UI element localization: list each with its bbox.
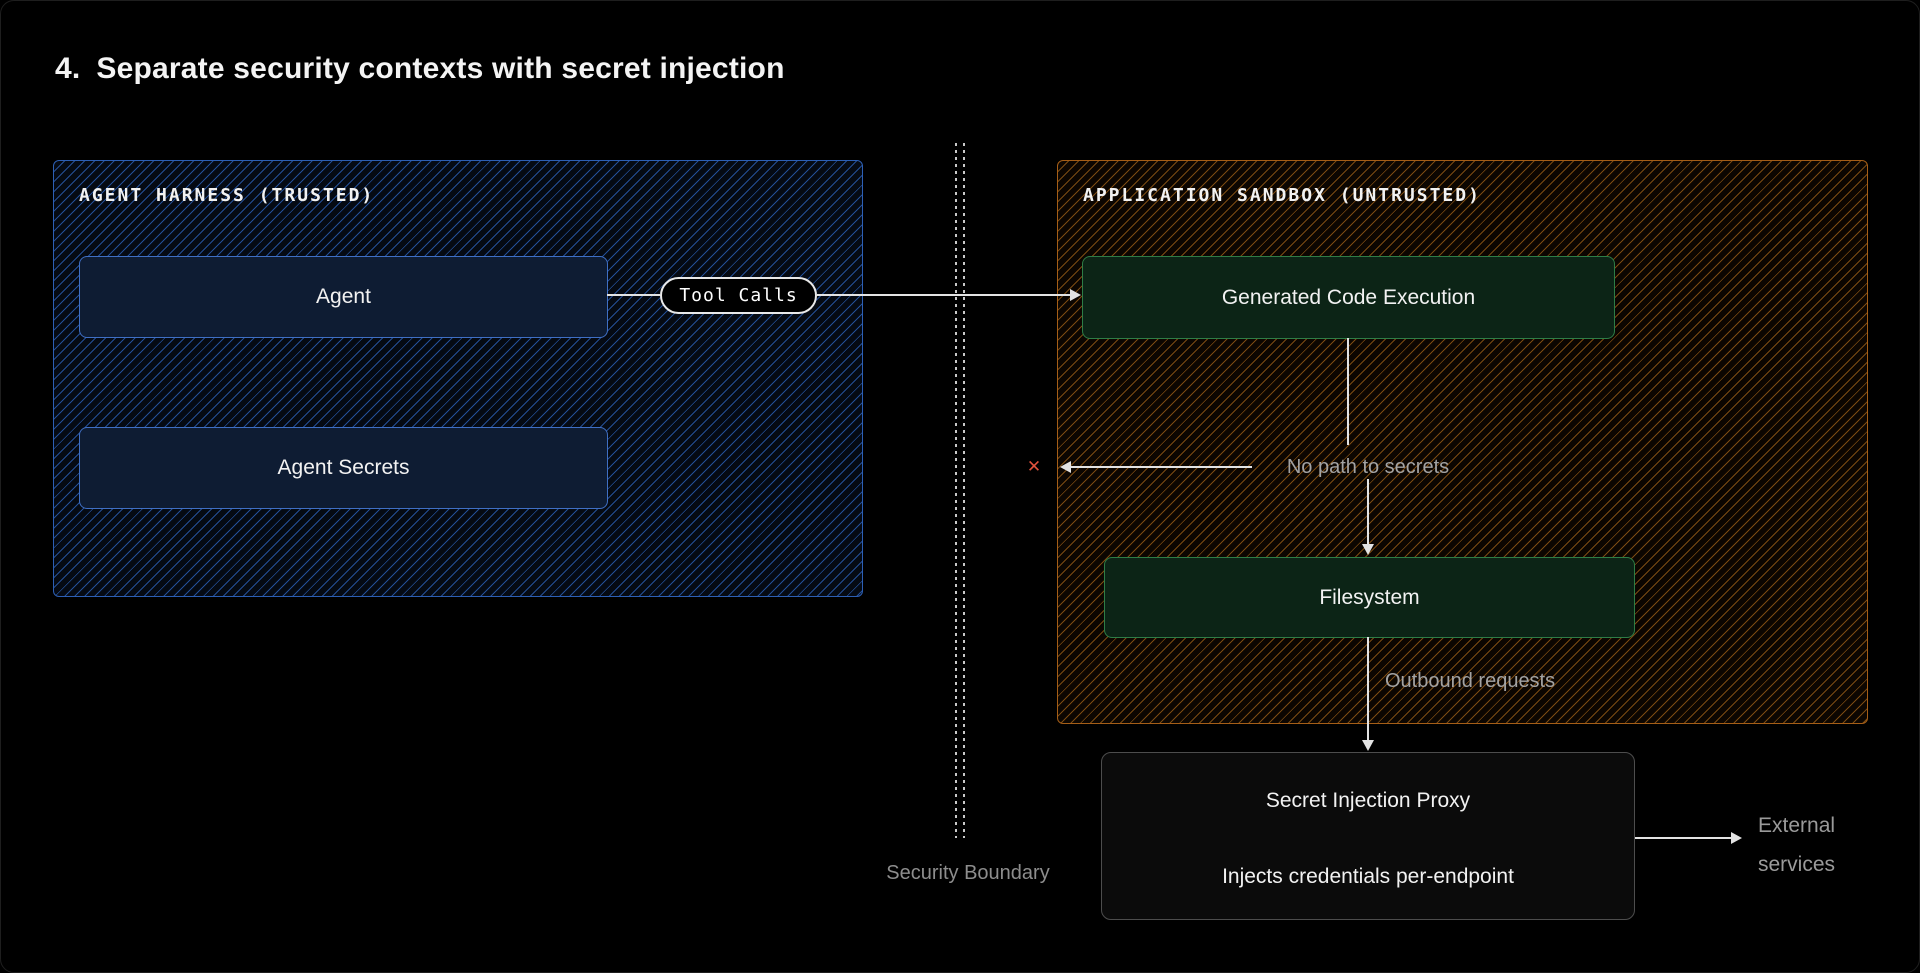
page-title-text: Separate security contexts with secret i… bbox=[96, 52, 785, 85]
agent-harness-zone: AGENT HARNESS (TRUSTED) Agent Agent Secr… bbox=[53, 160, 863, 597]
security-boundary-label: Security Boundary bbox=[886, 862, 1050, 884]
agent-harness-label: AGENT HARNESS (TRUSTED) bbox=[79, 185, 375, 206]
agent-secrets-node: Agent Secrets bbox=[79, 427, 608, 509]
no-path-arrowhead-icon bbox=[1060, 461, 1071, 473]
tool-calls-pill: Tool Calls bbox=[660, 277, 817, 314]
no-path-label: No path to secrets bbox=[1286, 456, 1450, 478]
secret-injection-proxy-node: Secret Injection Proxy Injects credentia… bbox=[1101, 752, 1635, 920]
agent-node: Agent bbox=[79, 256, 608, 338]
security-boundary-line-left bbox=[955, 143, 957, 838]
filesystem-node-label: Filesystem bbox=[1319, 585, 1420, 609]
agent-to-pill-line bbox=[607, 294, 660, 296]
generated-code-execution-label: Generated Code Execution bbox=[1221, 285, 1476, 309]
tool-calls-arrowhead-icon bbox=[1070, 289, 1081, 301]
generated-code-execution-node: Generated Code Execution bbox=[1082, 256, 1615, 339]
secret-injection-proxy-subtitle: Injects credentials per-endpoint bbox=[1222, 865, 1514, 888]
agent-node-label: Agent bbox=[316, 285, 371, 308]
external-arrow-line bbox=[1635, 837, 1732, 839]
secret-injection-proxy-title: Secret Injection Proxy bbox=[1265, 789, 1471, 812]
external-arrowhead-icon bbox=[1731, 832, 1742, 844]
page-title-number: 4. bbox=[55, 52, 81, 85]
application-sandbox-label: APPLICATION SANDBOX (UNTRUSTED) bbox=[1083, 185, 1481, 206]
application-sandbox-zone: APPLICATION SANDBOX (UNTRUSTED) Generate… bbox=[1057, 160, 1868, 724]
tool-calls-pill-label: Tool Calls bbox=[679, 285, 798, 306]
external-services-line2: services bbox=[1758, 853, 1836, 876]
no-path-arrow-line bbox=[1066, 466, 1252, 468]
outbound-label: Outbound requests bbox=[1385, 670, 1556, 692]
security-boundary-line-right bbox=[963, 143, 965, 838]
page-title: 4. Separate security contexts with secre… bbox=[55, 52, 785, 86]
proxy-arrowhead-icon bbox=[1362, 740, 1374, 751]
exec-to-no-path-line bbox=[1347, 338, 1349, 445]
filesystem-arrowhead-icon bbox=[1362, 544, 1374, 555]
blocked-x-icon: ✕ bbox=[1026, 457, 1042, 476]
external-services-line1: External bbox=[1758, 814, 1836, 837]
external-services-label: External services bbox=[1758, 806, 1835, 884]
outbound-line bbox=[1367, 637, 1369, 740]
agent-secrets-node-label: Agent Secrets bbox=[277, 456, 410, 479]
tool-calls-arrow-line bbox=[817, 294, 1071, 296]
no-path-to-filesystem-line bbox=[1367, 479, 1369, 545]
filesystem-node: Filesystem bbox=[1104, 557, 1635, 638]
